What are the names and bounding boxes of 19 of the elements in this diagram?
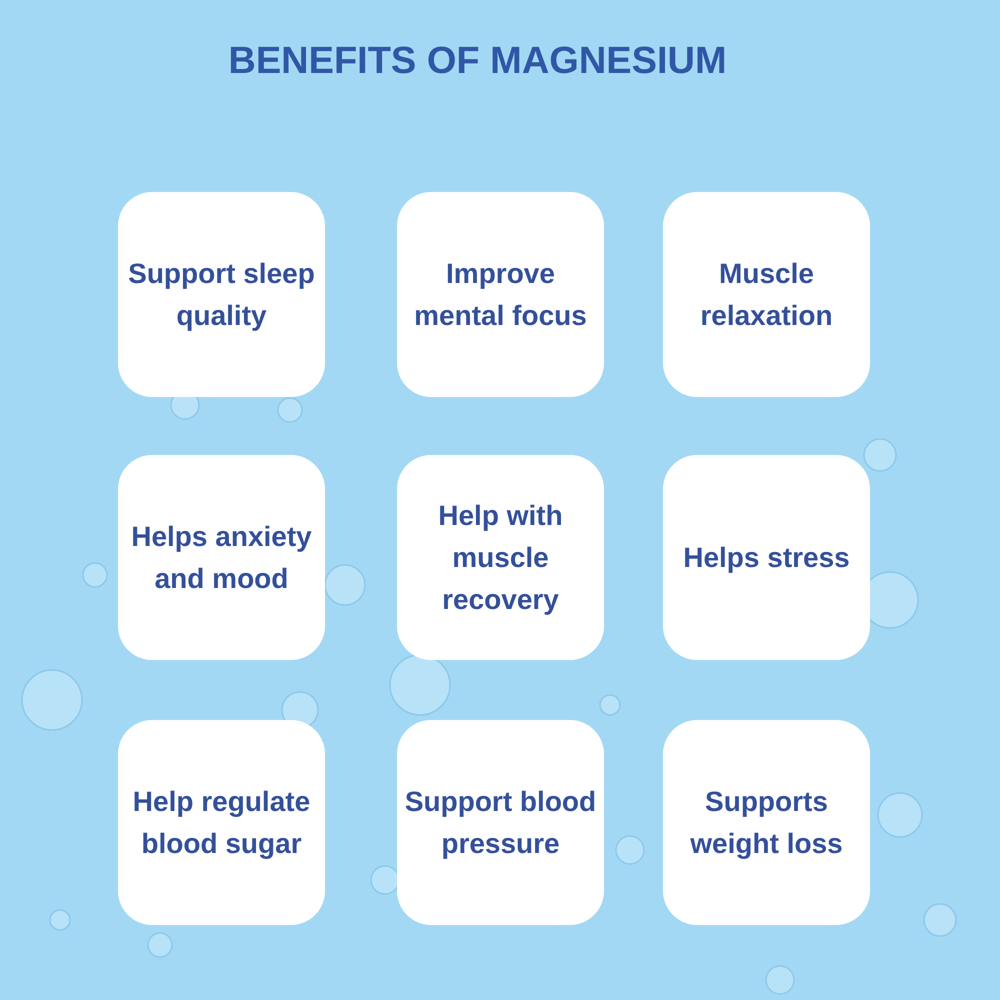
- benefit-text: Help regulate blood sugar: [132, 784, 312, 861]
- benefit-card: [118, 192, 325, 397]
- benefit-card: [118, 720, 325, 925]
- benefit-card: [118, 455, 325, 660]
- benefit-text: Improve mental focus: [413, 256, 588, 332]
- title: BENEFITS OF MAGNESIUM: [227, 40, 728, 83]
- benefit-card: [663, 720, 870, 925]
- benefit-text: Help with muscle recovery: [437, 498, 564, 617]
- benefit-text: Helps anxiety and mood: [130, 520, 313, 596]
- benefit-card: [397, 192, 604, 397]
- benefit-card: [397, 720, 604, 925]
- benefit-text: Supports weight loss: [689, 784, 844, 861]
- benefit-text: Support blood pressure: [404, 784, 598, 861]
- benefit-text: Muscle relaxation: [699, 256, 834, 332]
- benefit-card: [663, 192, 870, 397]
- benefit-card: [663, 455, 870, 660]
- benefit-text: Support sleep quality: [127, 256, 316, 333]
- benefit-card: [397, 455, 604, 660]
- benefit-text: Helps stress: [683, 540, 850, 575]
